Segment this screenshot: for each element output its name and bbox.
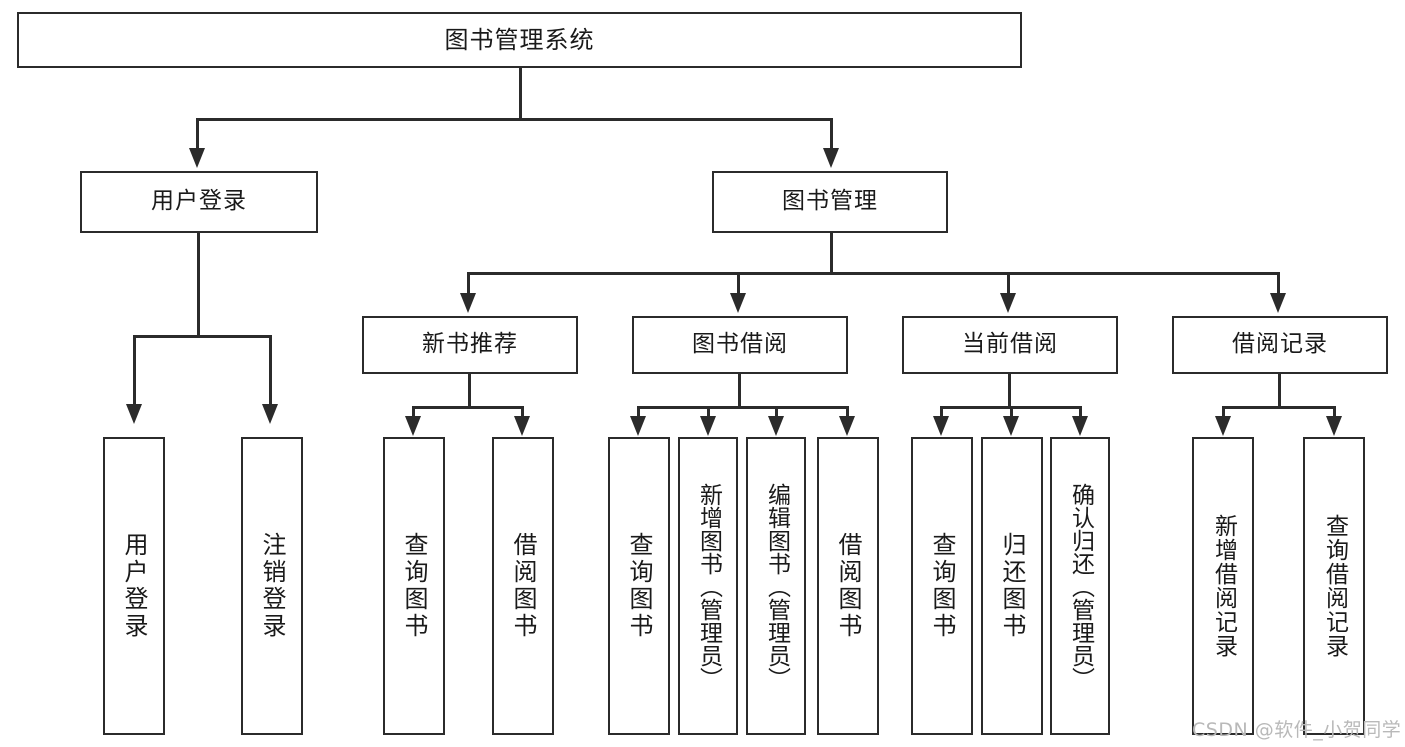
arrowhead-book-borrow-child-2: [700, 416, 716, 436]
leaf-current-borrow-2[interactable]: 归还图书: [981, 437, 1043, 735]
arrowhead-borrow-record-child-2: [1326, 416, 1342, 436]
node-label: 借阅记录: [1232, 331, 1328, 358]
connector-to-user-login: [196, 118, 199, 151]
node-label: 用户登录: [120, 532, 148, 640]
connector-to-book-manage: [830, 118, 833, 151]
connector-book-manage-child-1: [467, 272, 470, 296]
node-label: 查询图书: [928, 532, 956, 640]
connector-user-login-child-1: [133, 335, 136, 407]
node-root-system[interactable]: 图书管理系统: [17, 12, 1022, 68]
leaf-current-borrow-3[interactable]: 确认归还（管理员）: [1050, 437, 1110, 735]
arrowhead-user-login-child-2: [262, 404, 278, 424]
node-label: 注销登录: [258, 532, 286, 640]
arrowhead-to-user-login: [189, 148, 205, 168]
connector-borrow-record-child-2: [1333, 406, 1336, 418]
connector-new-book-child-1: [412, 406, 415, 418]
connector-user-login-bus: [133, 335, 269, 338]
connector-new-book-child-2: [521, 406, 524, 418]
leaf-user-login-1[interactable]: 用户登录: [103, 437, 165, 735]
leaf-book-borrow-2[interactable]: 新增图书（管理员）: [678, 437, 738, 735]
connector-user-login-stem: [197, 233, 200, 337]
connector-book-borrow-child-1: [637, 406, 640, 418]
connector-book-borrow-child-4: [846, 406, 849, 418]
connector-borrow-record-child-1: [1222, 406, 1225, 418]
leaf-borrow-record-1[interactable]: 新增借阅记录: [1192, 437, 1254, 735]
connector-book-manage-child-3: [1007, 272, 1010, 296]
leaf-borrow-record-2[interactable]: 查询借阅记录: [1303, 437, 1365, 735]
connector-book-manage-stem: [830, 233, 833, 275]
connector-book-borrow-bus: [637, 406, 849, 409]
node-label: 编辑图书（管理员）: [763, 482, 790, 690]
connector-current-borrow-child-1: [940, 406, 943, 418]
node-label: 查询图书: [625, 532, 653, 640]
connector-borrow-record-bus: [1222, 406, 1336, 409]
arrowhead-book-borrow-child-3: [768, 416, 784, 436]
leaf-new-book-2[interactable]: 借阅图书: [492, 437, 554, 735]
arrowhead-new-book-child-1: [405, 416, 421, 436]
node-label: 新增图书（管理员）: [695, 482, 722, 690]
node-label: 图书管理系统: [444, 25, 595, 54]
arrowhead-new-book-child-2: [514, 416, 530, 436]
arrowhead-current-borrow-child-2: [1003, 416, 1019, 436]
leaf-book-borrow-3[interactable]: 编辑图书（管理员）: [746, 437, 806, 735]
arrowhead-borrow-record-child-1: [1215, 416, 1231, 436]
arrowhead-book-manage-child-4: [1270, 293, 1286, 313]
node-label: 图书管理: [782, 188, 878, 215]
connector-new-book-bus: [412, 406, 524, 409]
connector-root-bus: [196, 118, 833, 121]
connector-book-borrow-child-3: [775, 406, 778, 418]
connector-book-manage-child-4: [1277, 272, 1280, 296]
leaf-current-borrow-1[interactable]: 查询图书: [911, 437, 973, 735]
arrowhead-current-borrow-child-1: [933, 416, 949, 436]
connector-book-borrow-child-2: [707, 406, 710, 418]
connector-book-manage-bus: [467, 272, 1279, 275]
leaf-user-login-2[interactable]: 注销登录: [241, 437, 303, 735]
arrowhead-book-borrow-child-1: [630, 416, 646, 436]
arrowhead-book-manage-child-1: [460, 293, 476, 313]
node-new-book-recommend[interactable]: 新书推荐: [362, 316, 578, 374]
arrowhead-user-login-child-1: [126, 404, 142, 424]
connector-user-login-child-2: [269, 335, 272, 407]
node-label: 查询借阅记录: [1321, 514, 1348, 658]
connector-current-borrow-child-2: [1010, 406, 1013, 418]
csdn-watermark: CSDN @软件_小贺同学: [1192, 719, 1402, 741]
node-label: 借阅图书: [509, 532, 537, 640]
node-current-borrow[interactable]: 当前借阅: [902, 316, 1118, 374]
leaf-book-borrow-4[interactable]: 借阅图书: [817, 437, 879, 735]
node-label: 新书推荐: [422, 331, 518, 358]
arrowhead-book-borrow-child-4: [839, 416, 855, 436]
connector-root-stem: [519, 68, 522, 120]
connector-current-borrow-stem: [1008, 374, 1011, 409]
leaf-book-borrow-1[interactable]: 查询图书: [608, 437, 670, 735]
node-label: 当前借阅: [962, 331, 1058, 358]
node-label: 新增借阅记录: [1210, 514, 1237, 658]
node-label: 查询图书: [400, 532, 428, 640]
node-label: 确认归还（管理员）: [1067, 482, 1094, 690]
node-book-borrow[interactable]: 图书借阅: [632, 316, 848, 374]
connector-borrow-record-stem: [1278, 374, 1281, 409]
connector-book-manage-child-2: [737, 272, 740, 296]
arrowhead-current-borrow-child-3: [1072, 416, 1088, 436]
arrowhead-book-manage-child-2: [730, 293, 746, 313]
arrowhead-to-book-manage: [823, 148, 839, 168]
connector-current-borrow-child-3: [1079, 406, 1082, 418]
leaf-new-book-1[interactable]: 查询图书: [383, 437, 445, 735]
node-user-login[interactable]: 用户登录: [80, 171, 318, 233]
node-book-manage[interactable]: 图书管理: [712, 171, 948, 233]
arrowhead-book-manage-child-3: [1000, 293, 1016, 313]
node-label: 借阅图书: [834, 532, 862, 640]
connector-book-borrow-stem: [738, 374, 741, 409]
node-label: 归还图书: [998, 532, 1026, 640]
node-label: 用户登录: [151, 188, 247, 215]
connector-new-book-stem: [468, 374, 471, 409]
node-label: 图书借阅: [692, 331, 788, 358]
node-borrow-record[interactable]: 借阅记录: [1172, 316, 1388, 374]
